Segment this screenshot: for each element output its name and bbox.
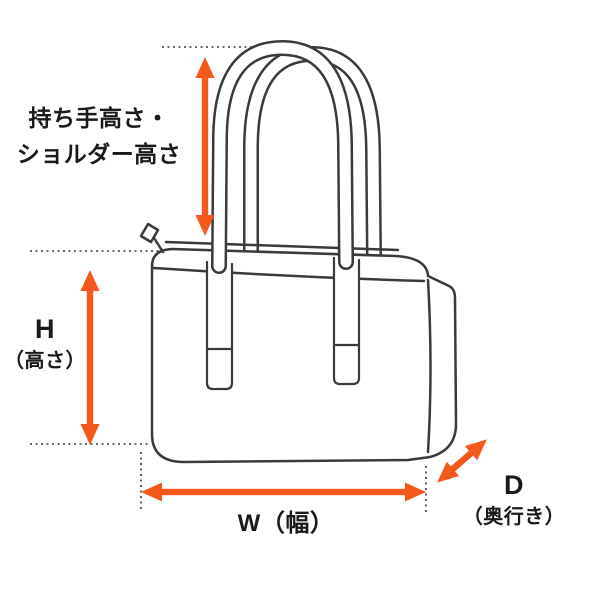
depth-label: D （奥行き） [458,468,570,532]
height-label-letter: H [35,314,55,344]
handle-height-arrow [195,57,215,236]
depth-label-letter: D [504,470,524,500]
handle-height-label-line2: ショルダー高さ [16,141,182,167]
handle-height-label: 持ち手高さ・ ショルダー高さ [6,100,192,172]
right-strap [332,256,361,386]
bag-illustration [139,40,458,464]
zipper-seam [152,266,426,283]
side-crease-line [426,278,432,454]
handle-height-label-line1: 持ち手高さ・ [28,105,170,131]
height-arrow [80,270,100,445]
width-label: W（幅） [212,508,360,540]
height-label: H （高さ） [0,312,90,376]
left-strap [205,260,234,391]
zipper-pull-icon [139,222,165,254]
depth-label-text: （奥行き） [462,506,566,528]
height-label-text: （高さ） [4,350,86,372]
front-handle [211,40,354,274]
dimension-arrows [80,57,487,502]
width-label-text: W（幅） [237,510,335,537]
zipper-top-line [164,240,400,252]
depth-arrow [437,439,487,483]
width-arrow [141,482,426,502]
back-handle [243,46,382,270]
